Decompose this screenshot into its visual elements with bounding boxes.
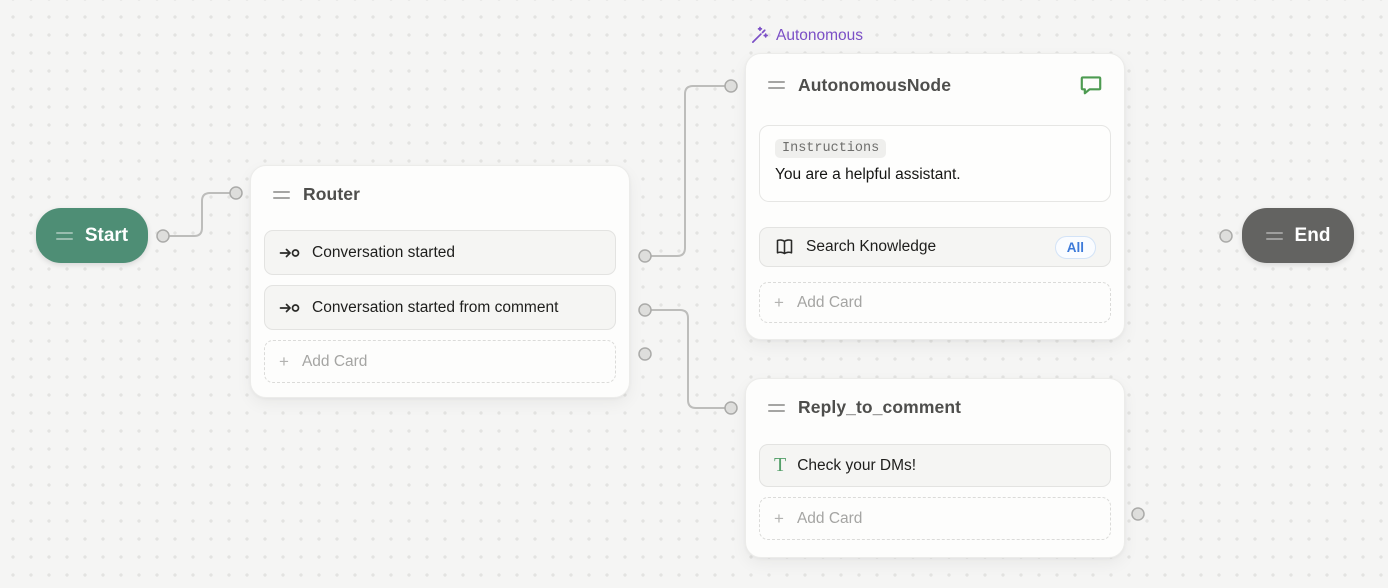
plus-icon: + xyxy=(279,352,289,371)
reply-node-header[interactable]: Reply_to_comment xyxy=(768,397,1104,418)
instructions-card[interactable]: Instructions You are a helpful assistant… xyxy=(759,125,1111,202)
port-autonomous-input[interactable] xyxy=(724,79,738,93)
router-node[interactable]: Router Conversation started Conversation… xyxy=(250,165,630,398)
autonomous-node[interactable]: AutonomousNode Instructions You are a he… xyxy=(745,53,1125,340)
end-node[interactable]: End xyxy=(1242,208,1354,263)
add-card-label: Add Card xyxy=(796,293,863,311)
port-end-input[interactable] xyxy=(1219,229,1233,243)
start-node-label: Start xyxy=(84,224,129,246)
add-card-label: Add Card xyxy=(301,352,368,370)
port-router-input[interactable] xyxy=(229,186,243,200)
plus-icon: + xyxy=(774,293,784,312)
entry-point-icon xyxy=(279,248,300,257)
edge-start-to-router[interactable] xyxy=(163,192,230,237)
text-icon: T xyxy=(774,453,787,476)
edge-router-to-autonomous[interactable] xyxy=(650,85,725,257)
drag-handle-icon[interactable] xyxy=(1265,231,1283,240)
wand-icon xyxy=(751,26,768,44)
search-knowledge-card[interactable]: Search Knowledge All xyxy=(759,227,1111,267)
autonomous-node-title: AutonomousNode xyxy=(798,74,952,95)
end-node-label: End xyxy=(1294,224,1331,246)
autonomous-badge-label: Autonomous xyxy=(776,26,864,44)
card-label: Search Knowledge xyxy=(806,238,937,255)
card-label: Conversation started xyxy=(312,243,456,261)
entry-point-icon xyxy=(279,303,300,312)
autonomous-badge: Autonomous xyxy=(750,26,863,45)
port-start-output[interactable] xyxy=(156,229,170,243)
router-add-card-button[interactable]: + Add Card xyxy=(264,340,616,383)
speech-bubble-icon[interactable] xyxy=(1078,72,1104,98)
router-node-header[interactable]: Router xyxy=(273,184,609,205)
port-router-addcard-output[interactable] xyxy=(638,347,652,361)
instructions-text: You are a helpful assistant. xyxy=(775,166,961,183)
router-node-title: Router xyxy=(303,184,360,204)
instructions-chip: Instructions xyxy=(775,139,887,158)
card-label: Conversation started from comment xyxy=(312,298,559,316)
drag-handle-icon[interactable] xyxy=(55,231,73,240)
card-label: Check your DMs! xyxy=(797,456,917,474)
port-router-card2-output[interactable] xyxy=(638,303,652,317)
autonomous-add-card-button[interactable]: + Add Card xyxy=(759,282,1111,323)
add-card-label: Add Card xyxy=(796,509,863,527)
router-card-conversation-started[interactable]: Conversation started xyxy=(264,230,616,275)
book-icon xyxy=(776,239,793,255)
start-node[interactable]: Start xyxy=(36,208,148,263)
plus-icon: + xyxy=(774,509,784,528)
drag-handle-icon[interactable] xyxy=(273,190,290,199)
reply-node-title: Reply_to_comment xyxy=(798,397,962,417)
reply-add-card-button[interactable]: + Add Card xyxy=(759,497,1111,540)
port-reply-output[interactable] xyxy=(1131,507,1145,521)
drag-handle-icon[interactable] xyxy=(768,403,785,412)
port-router-card1-output[interactable] xyxy=(638,249,652,263)
drag-handle-icon[interactable] xyxy=(768,81,785,89)
edge-router-to-reply[interactable] xyxy=(650,309,725,409)
port-reply-input[interactable] xyxy=(724,401,738,415)
router-card-conversation-started-from-comment[interactable]: Conversation started from comment xyxy=(264,285,616,330)
reply-text-card[interactable]: T Check your DMs! xyxy=(759,444,1111,487)
search-scope-badge[interactable]: All xyxy=(1054,235,1096,259)
autonomous-node-header[interactable]: AutonomousNode xyxy=(768,72,1104,98)
reply-to-comment-node[interactable]: Reply_to_comment T Check your DMs! + Add… xyxy=(745,378,1125,558)
